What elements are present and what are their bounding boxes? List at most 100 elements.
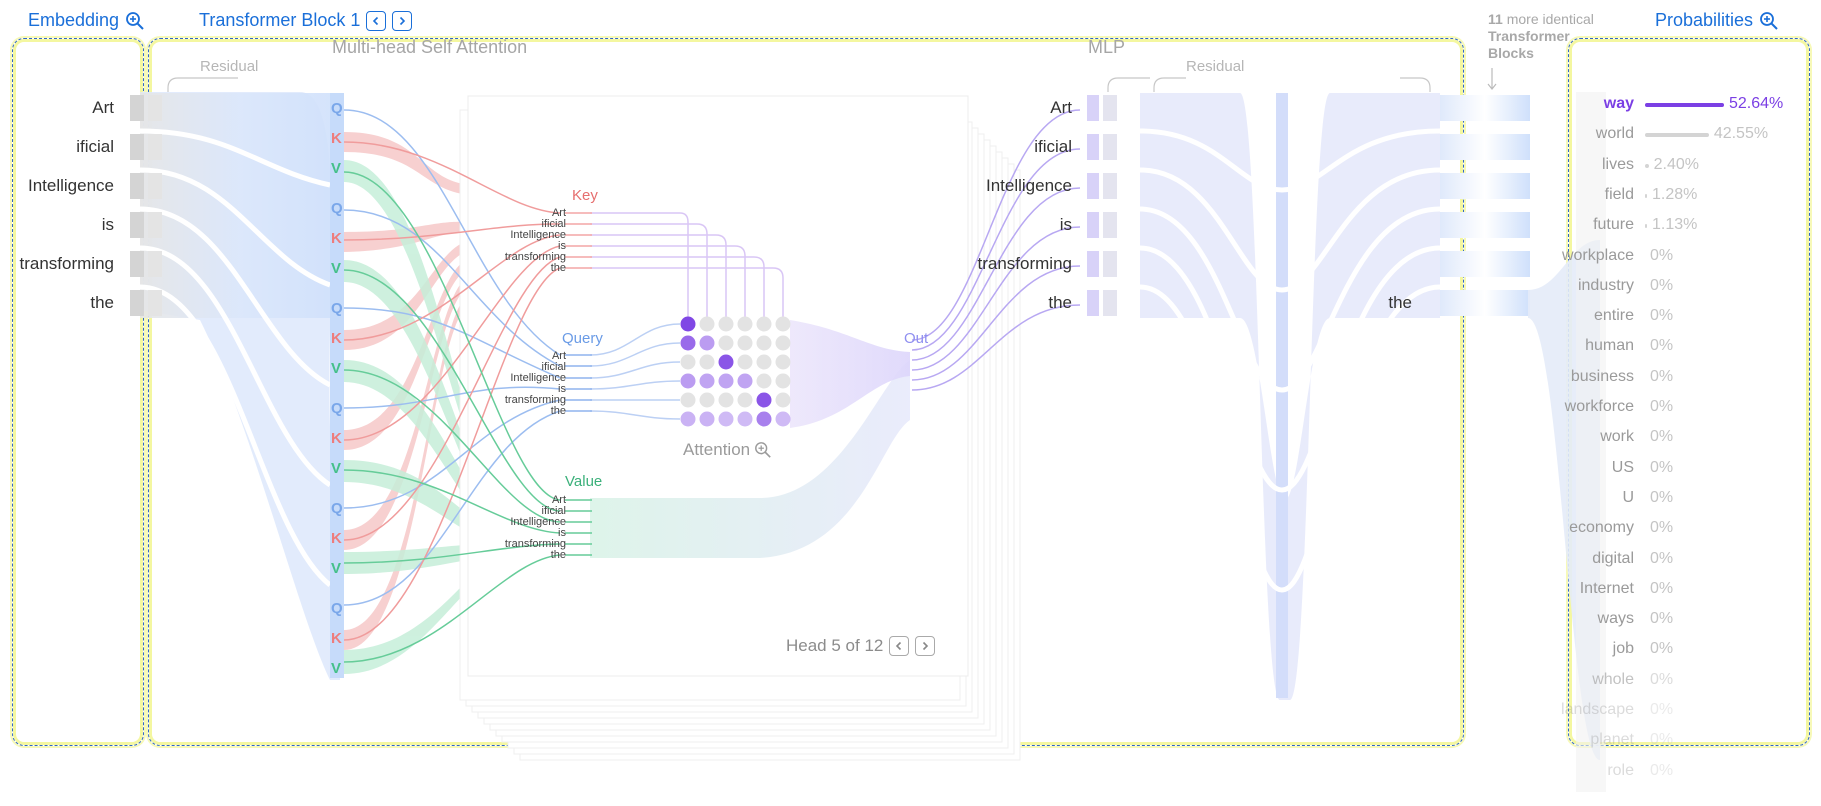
mlp-token-0[interactable]: Art bbox=[1050, 98, 1072, 117]
next-block-button[interactable] bbox=[392, 10, 413, 31]
next-head-button[interactable] bbox=[915, 636, 936, 656]
mlp-token-3[interactable]: is bbox=[1059, 215, 1072, 234]
prob-word-11[interactable]: work bbox=[1600, 428, 1634, 446]
prob-word-21[interactable]: planet bbox=[1590, 731, 1634, 749]
mlp-token-1[interactable]: ificial bbox=[1034, 137, 1072, 156]
attention-cell-2-1[interactable] bbox=[699, 354, 715, 370]
value-token-label-1: ificial bbox=[541, 505, 566, 517]
prob-word-15[interactable]: digital bbox=[1592, 549, 1634, 567]
prob-word-19[interactable]: whole bbox=[1592, 670, 1634, 688]
prob-word-22[interactable]: role bbox=[1607, 761, 1634, 779]
mlp-token-2[interactable]: Intelligence bbox=[985, 176, 1072, 195]
qkv-letter-v-4: V bbox=[331, 560, 342, 577]
attention-cell-2-5[interactable] bbox=[775, 354, 791, 370]
attention-cell-0-5[interactable] bbox=[775, 316, 791, 332]
attention-cell-2-2[interactable] bbox=[718, 354, 734, 370]
attention-cell-2-4[interactable] bbox=[756, 354, 772, 370]
prob-word-0[interactable]: way bbox=[1603, 95, 1634, 112]
prob-word-9[interactable]: business bbox=[1570, 367, 1634, 385]
attention-cell-0-0[interactable] bbox=[680, 316, 696, 332]
attention-cell-3-5[interactable] bbox=[775, 373, 791, 389]
attention-cell-0-3[interactable] bbox=[737, 316, 753, 332]
prob-word-3[interactable]: field bbox=[1604, 185, 1634, 203]
key-token-label-1: ificial bbox=[541, 218, 566, 230]
attention-cell-5-2[interactable] bbox=[718, 411, 734, 427]
prob-word-1[interactable]: world bbox=[1595, 125, 1634, 143]
prob-value-21: 0% bbox=[1650, 731, 1674, 749]
token-3[interactable]: is bbox=[101, 215, 114, 234]
prob-word-16[interactable]: Internet bbox=[1579, 579, 1634, 597]
attention-cell-3-3[interactable] bbox=[737, 373, 753, 389]
value-token-label-5: the bbox=[550, 549, 566, 561]
attention-cell-1-2[interactable] bbox=[718, 335, 734, 351]
residual-label: Residual bbox=[200, 58, 259, 75]
qkv-letter-q-2: Q bbox=[331, 300, 343, 317]
prob-word-2[interactable]: lives bbox=[1601, 155, 1634, 173]
attention-cell-1-4[interactable] bbox=[756, 335, 772, 351]
prob-word-8[interactable]: human bbox=[1585, 337, 1634, 355]
zoom-in-icon[interactable] bbox=[1759, 11, 1779, 31]
attention-cell-1-3[interactable] bbox=[737, 335, 753, 351]
prob-word-14[interactable]: economy bbox=[1569, 519, 1634, 537]
token-1[interactable]: ificial bbox=[76, 137, 114, 156]
prob-value-22: 0% bbox=[1650, 761, 1674, 779]
attention-cell-2-3[interactable] bbox=[737, 354, 753, 370]
prob-word-7[interactable]: entire bbox=[1593, 307, 1634, 325]
attention-cell-5-3[interactable] bbox=[737, 411, 753, 427]
prob-word-10[interactable]: workforce bbox=[1564, 398, 1634, 415]
prob-word-13[interactable]: U bbox=[1622, 488, 1634, 506]
prev-block-button[interactable] bbox=[366, 10, 387, 31]
attention-cell-1-0[interactable] bbox=[680, 335, 696, 351]
zoom-in-icon[interactable] bbox=[754, 441, 772, 459]
attention-cell-0-4[interactable] bbox=[756, 316, 772, 332]
attention-cell-4-2[interactable] bbox=[718, 392, 734, 408]
attention-cell-5-1[interactable] bbox=[699, 411, 715, 427]
prob-bar-2 bbox=[1645, 163, 1649, 168]
token-0[interactable]: Art bbox=[92, 98, 114, 117]
attention-cell-3-4[interactable] bbox=[756, 373, 772, 389]
attention-cell-3-0[interactable] bbox=[680, 373, 696, 389]
prob-word-5[interactable]: workplace bbox=[1561, 246, 1634, 264]
attention-cell-1-1[interactable] bbox=[699, 335, 715, 351]
token-4[interactable]: transforming bbox=[19, 254, 114, 273]
prob-word-17[interactable]: ways bbox=[1597, 610, 1634, 628]
mlp-token-5[interactable]: the bbox=[1048, 293, 1072, 312]
prob-bar-0 bbox=[1645, 103, 1724, 107]
token-5[interactable]: the bbox=[90, 293, 114, 312]
token-2[interactable]: Intelligence bbox=[27, 176, 114, 195]
attention-matrix[interactable] bbox=[676, 314, 796, 434]
zoom-in-icon[interactable] bbox=[125, 11, 145, 31]
value-token-label-4: transforming bbox=[504, 538, 566, 550]
attention-cell-5-4[interactable] bbox=[756, 411, 772, 427]
attention-cell-4-5[interactable] bbox=[775, 392, 791, 408]
last-token[interactable]: the bbox=[1388, 293, 1412, 312]
attention-cell-0-2[interactable] bbox=[718, 316, 734, 332]
qkv-letter-v-2: V bbox=[331, 360, 342, 377]
qkv-letter-k-0: K bbox=[331, 130, 342, 147]
attention-cell-5-5[interactable] bbox=[775, 411, 791, 427]
more-blocks-text-3: Blocks bbox=[1488, 45, 1534, 61]
prob-word-18[interactable]: job bbox=[1612, 640, 1634, 658]
prob-word-4[interactable]: future bbox=[1593, 216, 1634, 234]
qkv-letter-v-3: V bbox=[331, 460, 342, 477]
key-token-label-3: is bbox=[558, 240, 566, 252]
mlp-token-4[interactable]: transforming bbox=[977, 254, 1072, 273]
attention-cell-3-2[interactable] bbox=[718, 373, 734, 389]
attention-cell-3-1[interactable] bbox=[699, 373, 715, 389]
attention-cell-4-0[interactable] bbox=[680, 392, 696, 408]
attention-cell-2-0[interactable] bbox=[680, 354, 696, 370]
attention-cell-4-4[interactable] bbox=[756, 392, 772, 408]
key-label: Key bbox=[572, 187, 598, 204]
prob-word-12[interactable]: US bbox=[1611, 458, 1634, 476]
query-token-label-2: Intelligence bbox=[510, 372, 566, 384]
attention-cell-1-5[interactable] bbox=[775, 335, 791, 351]
prob-word-6[interactable]: industry bbox=[1577, 276, 1634, 294]
attention-cell-5-0[interactable] bbox=[680, 411, 696, 427]
attention-cell-4-3[interactable] bbox=[737, 392, 753, 408]
attention-cell-0-1[interactable] bbox=[699, 316, 715, 332]
transformer-block-header: Transformer Block 1 bbox=[199, 10, 413, 31]
attention-cell-4-1[interactable] bbox=[699, 392, 715, 408]
prev-head-button[interactable] bbox=[889, 636, 910, 656]
prob-word-20[interactable]: landscape bbox=[1561, 701, 1634, 718]
